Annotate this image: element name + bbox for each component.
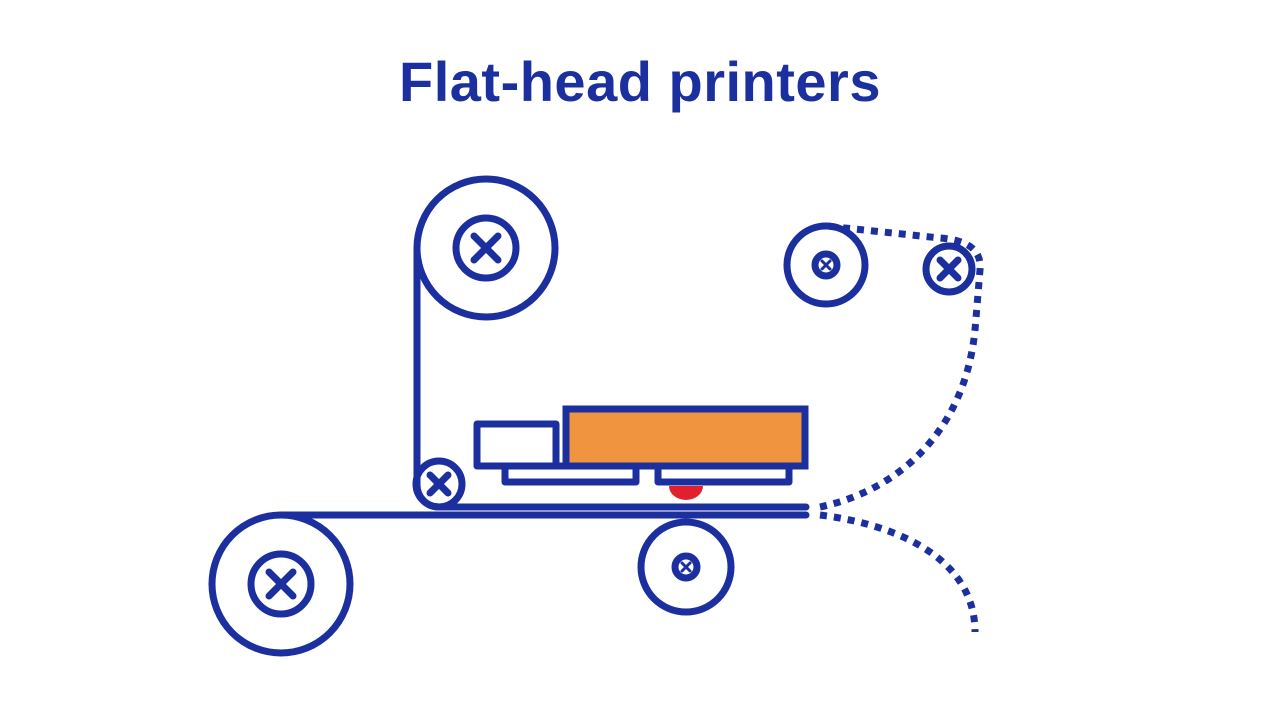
label-output-path bbox=[819, 511, 979, 633]
rewind-roll bbox=[783, 222, 869, 308]
rewind-guide-roller bbox=[922, 242, 976, 296]
page-title: Flat-head printers bbox=[399, 50, 881, 113]
printhead bbox=[562, 405, 809, 470]
ribbon-supply-roll bbox=[413, 175, 559, 321]
label-supply-roll bbox=[208, 511, 354, 657]
contact-point bbox=[669, 486, 703, 500]
liner-path bbox=[819, 222, 984, 511]
ribbon-guide-roller bbox=[412, 457, 466, 511]
platen-roller bbox=[637, 518, 735, 616]
head-mount-block bbox=[473, 420, 560, 470]
